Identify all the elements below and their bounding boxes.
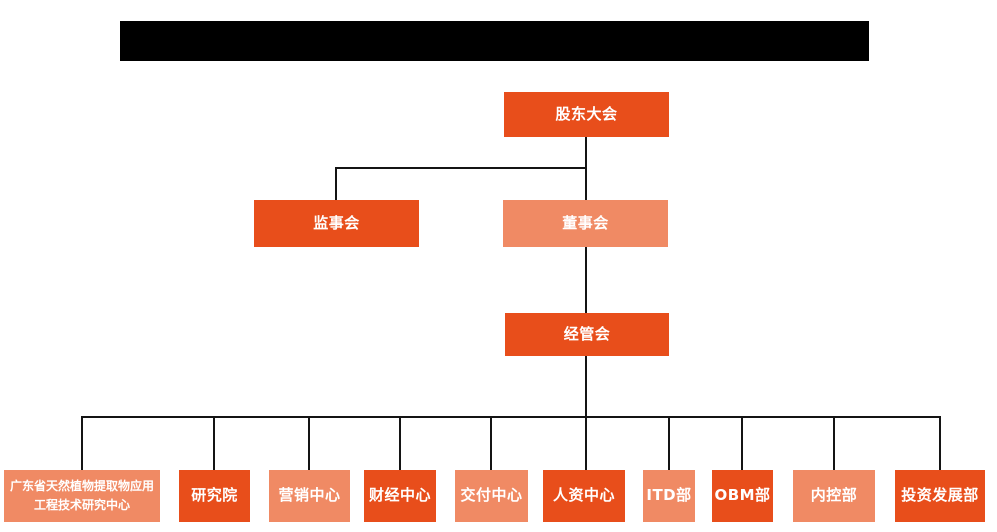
node-dept-internal-control: 内控部 [793, 470, 875, 522]
connector-line [939, 416, 941, 470]
node-dept-investment-development: 投资发展部 [895, 470, 985, 522]
connector-line [585, 247, 587, 313]
connector-line [490, 416, 492, 470]
title-redacted-bar [120, 21, 869, 61]
connector-line [335, 167, 337, 200]
connector-line [668, 416, 670, 470]
node-dept-delivery-center: 交付中心 [455, 470, 528, 522]
node-dept-marketing-center: 营销中心 [269, 470, 350, 522]
node-supervisory-board: 监事会 [254, 200, 419, 247]
connector-line [741, 416, 743, 470]
connector-line [81, 416, 941, 418]
node-dept-hr-center: 人资中心 [543, 470, 625, 522]
node-management-committee: 经管会 [505, 313, 669, 356]
node-dept-finance-center: 财经中心 [364, 470, 436, 522]
node-board-of-directors: 董事会 [503, 200, 668, 247]
connector-line [399, 416, 401, 470]
node-dept-itd: ITD部 [643, 470, 695, 522]
connector-line [585, 356, 587, 417]
node-dept-research-institute: 研究院 [179, 470, 250, 522]
connector-line [335, 167, 587, 169]
connector-line [308, 416, 310, 470]
node-shareholders-meeting: 股东大会 [504, 92, 669, 137]
connector-line [833, 416, 835, 470]
node-dept-research-center: 广东省天然植物提取物应用工程技术研究中心 [4, 470, 160, 522]
connector-line [213, 416, 215, 470]
connector-line [81, 416, 83, 470]
node-dept-obm: OBM部 [712, 470, 773, 522]
connector-line [585, 416, 587, 470]
